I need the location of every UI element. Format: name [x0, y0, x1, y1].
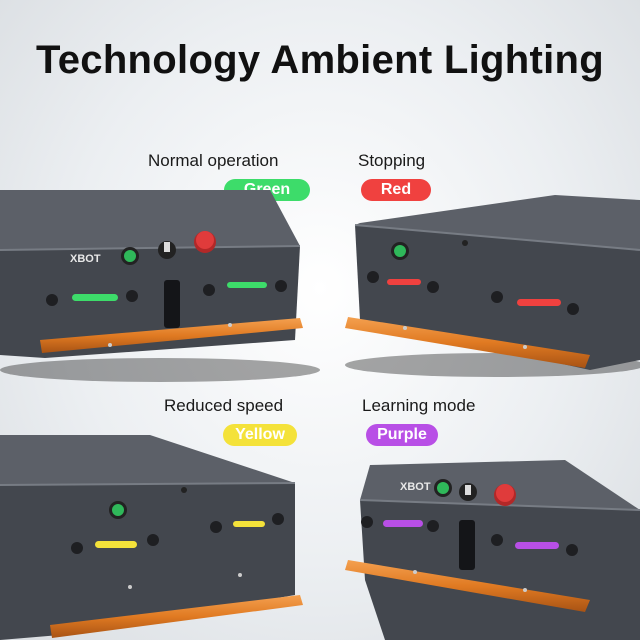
bumper-bar: [40, 318, 303, 353]
sensor-icon: [462, 240, 468, 246]
robot-learning-mode: XBOT: [345, 460, 640, 640]
light-strip-left: [95, 541, 137, 548]
caption-stopping: Stopping: [358, 151, 426, 170]
key-switch-icon: [465, 485, 471, 495]
brand-logo: XBOT: [400, 481, 431, 493]
emergency-stop-icon: [496, 484, 514, 502]
light-strip-left: [383, 520, 423, 527]
page-title: Technology Ambient Lighting: [35, 38, 605, 82]
emergency-stop-icon: [196, 231, 214, 249]
display-panel: [459, 520, 475, 570]
sensor-icon: [181, 487, 187, 493]
bumper-bar: [345, 560, 590, 612]
light-strip-right: [517, 299, 561, 306]
robot-reduced-speed: [0, 435, 303, 640]
green-button-icon: [124, 250, 136, 262]
robot-top: [360, 460, 640, 510]
light-strip-right: [515, 542, 559, 549]
robot-top: [0, 435, 295, 485]
bumper-bar: [345, 317, 590, 368]
green-button-icon: [112, 504, 124, 516]
badge-yellow: Yellow: [223, 424, 297, 446]
robot-normal-operation: XBOT: [0, 190, 320, 382]
light-strip-right: [233, 521, 265, 527]
caption-normal-operation: Normal operation: [148, 151, 279, 170]
badge-purple: Purple: [366, 424, 438, 446]
robot-stopping: [345, 195, 640, 377]
brand-logo: XBOT: [70, 253, 101, 265]
display-panel: [164, 280, 180, 328]
light-strip-left: [387, 279, 421, 285]
badge-red: Red: [361, 179, 431, 201]
green-button-icon: [394, 245, 406, 257]
bumper-bar: [50, 595, 303, 638]
light-strip-left: [72, 294, 118, 301]
light-strip-right: [227, 282, 267, 288]
caption-learning-mode: Learning mode: [362, 396, 476, 415]
robot-top: [355, 195, 640, 250]
robot-top: [0, 190, 300, 250]
key-switch-icon: [164, 242, 170, 252]
caption-reduced-speed: Reduced speed: [164, 396, 284, 415]
green-button-icon: [437, 482, 449, 494]
robot-front: [0, 483, 295, 640]
